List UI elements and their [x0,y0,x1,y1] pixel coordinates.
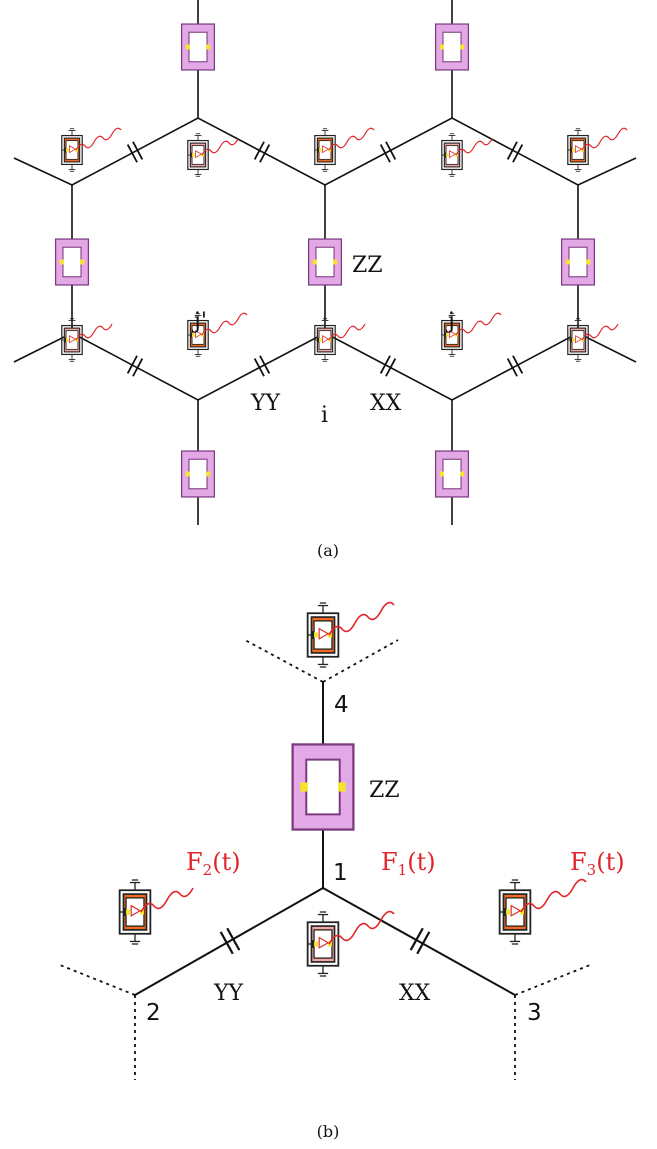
qubit-a-row2 [62,314,588,362]
label-j: j [445,309,455,334]
coupler-b-zz [291,743,355,831]
coupler-a-mid-center [307,238,343,286]
coupler-a-bottom-left [180,450,216,498]
drive-wave-a [75,127,628,341]
label-xx-b: XX [399,981,431,1006]
node-2-label: 2 [146,1000,161,1026]
drive-label-f1: F1(t) [381,848,436,879]
node-4-label: 4 [334,692,349,718]
dotted-edges-b [59,639,591,1080]
coupler-a-bottom-right [434,450,470,498]
node-1-label: 1 [333,860,348,886]
coupler-a-top-left [180,23,216,71]
node-3-label: 3 [527,1000,542,1026]
coupler-a-top-right [434,23,470,71]
label-yy-a: YY [250,391,281,416]
qubit-a-row1 [62,129,588,177]
drive-label-f3: F3(t) [570,848,625,879]
coupler-a-mid-left [54,238,90,286]
label-zz-b: ZZ [369,778,400,803]
label-j-prime: j' [191,309,207,334]
caption-b: (b) [317,1122,340,1141]
drive-label-f2: F2(t) [186,848,241,879]
caption-a: (a) [317,541,339,560]
drive-wave-b [140,601,587,945]
label-zz-a: ZZ [352,253,383,278]
label-i: i [321,403,328,428]
label-yy-b: YY [213,981,244,1006]
coupler-a-mid-right [560,238,596,286]
label-xx-a: XX [370,391,402,416]
